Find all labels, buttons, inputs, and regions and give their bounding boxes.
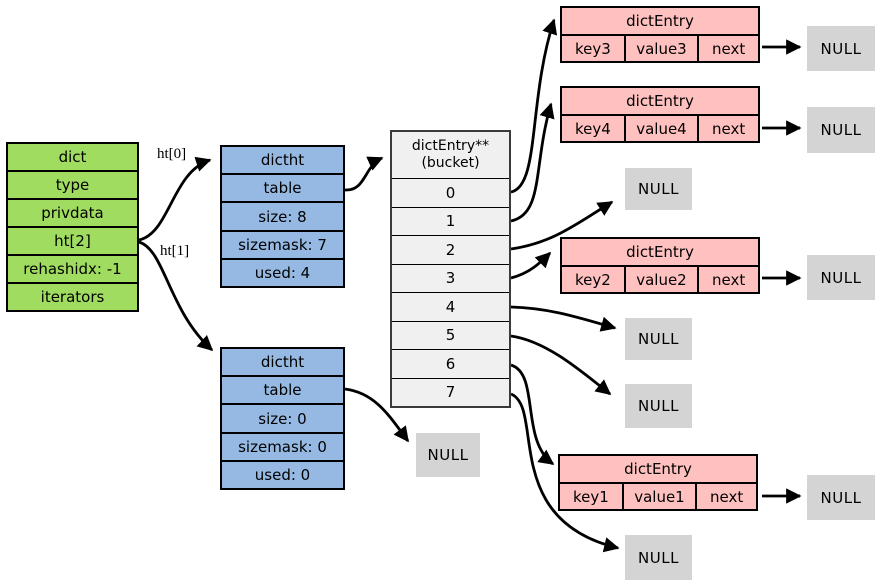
edge-label-ht0: ht[0] xyxy=(157,146,187,162)
null-box-key2-next: NULL xyxy=(807,255,875,300)
dictentry-key3-value: value3 xyxy=(623,36,697,61)
null-box-ht1-table: NULL xyxy=(416,433,480,477)
dictentry-key4-next: next xyxy=(697,116,758,141)
bucket-slot-0: 0 xyxy=(392,178,509,207)
arrow-slot5-to-null xyxy=(510,334,612,396)
dictentry-key3-title: dictEntry xyxy=(562,8,758,36)
bucket-slot-3: 3 xyxy=(392,263,509,293)
dictht1-row-size: size: 0 xyxy=(222,403,343,431)
dictentry-key1-title: dictEntry xyxy=(560,456,756,484)
dict-row-title: dict xyxy=(58,148,87,166)
dictentry-key4-cells: key4 value4 next xyxy=(562,116,758,141)
bucket-slot-4: 4 xyxy=(392,292,509,321)
dictentry-key1-next: next xyxy=(695,484,756,509)
null-box-key4-next: NULL xyxy=(807,107,875,153)
dictentry-key2-cells: key2 value2 next xyxy=(562,267,758,292)
dictentry-key2-value: value2 xyxy=(623,267,697,292)
dictht1-struct-box: dictht table size: 0 sizemask: 0 used: 0 xyxy=(220,347,345,490)
dictentry-key4-title: dictEntry xyxy=(562,88,758,116)
dictentry-key1-box: dictEntry key1 value1 next xyxy=(558,454,758,511)
null-box-slot2: NULL xyxy=(625,168,692,210)
edge-label-ht1: ht[1] xyxy=(160,243,190,259)
dictentry-key2-title: dictEntry xyxy=(562,239,758,267)
dictht0-row-size: size: 8 xyxy=(222,201,343,229)
dictht0-struct-box: dictht table size: 8 sizemask: 7 used: 4 xyxy=(220,145,345,288)
dict-row-privdata: privdata xyxy=(8,198,137,226)
dictentry-key3-key: key3 xyxy=(574,39,611,58)
dict-struct-box: dict type privdata ht[2] rehashidx: -1 i… xyxy=(6,142,139,312)
dictentry-key3-box: dictEntry key3 value3 next xyxy=(560,6,760,63)
dict-row-ht: ht[2] xyxy=(8,226,137,254)
dict-row-iterators: iterators xyxy=(8,282,137,310)
null-box-key1-next: NULL xyxy=(807,475,875,520)
dictentry-key4-key: key4 xyxy=(574,119,611,138)
bucket-header-type: dictEntry** xyxy=(411,138,490,155)
arrow-table0-to-bucket xyxy=(344,156,384,192)
dict-row-type: type xyxy=(8,170,137,198)
bucket-slot-1: 1 xyxy=(392,206,509,236)
null-box-slot7: NULL xyxy=(625,535,692,580)
dictht0-row-table: table xyxy=(222,173,343,201)
dictentry-key2-key: key2 xyxy=(574,270,611,289)
bucket-slot-7: 7 xyxy=(392,377,509,407)
dictentry-key2-box: dictEntry key2 value2 next xyxy=(560,237,760,294)
arrow-ht0-to-dictht xyxy=(138,156,212,242)
dictentry-key1-value: value1 xyxy=(621,484,695,509)
dictht1-row-used: used: 0 xyxy=(222,459,343,488)
arrow-slot0-to-key3 xyxy=(510,18,558,194)
bucket-header-label: (bucket) xyxy=(421,155,480,171)
bucket-slot-2: 2 xyxy=(392,235,509,264)
dictentry-key4-box: dictEntry key4 value4 next xyxy=(560,86,760,143)
arrow-slot1-to-key4 xyxy=(510,102,555,223)
arrow-slot3-to-key2 xyxy=(510,251,552,280)
dictentry-key3-next: next xyxy=(697,36,758,61)
dictentry-key2-next: next xyxy=(697,267,758,292)
dictentry-key1-key: key1 xyxy=(572,487,609,506)
dictht0-row-used: used: 4 xyxy=(222,257,343,286)
dictht0-row-sizemask: sizemask: 7 xyxy=(222,229,343,258)
arrow-slot4-to-null xyxy=(510,305,617,332)
dictht1-row-title: dictht xyxy=(260,353,305,372)
bucket-array-box: dictEntry** (bucket) 0 1 2 3 4 5 6 7 xyxy=(390,130,511,408)
dictht1-row-table: table xyxy=(222,375,343,403)
arrow-slot6-to-key1 xyxy=(510,363,555,466)
dictentry-key4-value: value4 xyxy=(623,116,697,141)
bucket-slot-5: 5 xyxy=(392,320,509,350)
dictht1-row-sizemask: sizemask: 0 xyxy=(222,431,343,460)
dictht0-row-title: dictht xyxy=(260,151,305,170)
null-box-key3-next: NULL xyxy=(807,26,875,71)
dictentry-key1-cells: key1 value1 next xyxy=(560,484,756,509)
null-box-slot5: NULL xyxy=(625,384,692,428)
bucket-slot-6: 6 xyxy=(392,349,509,378)
dict-row-rehashidx: rehashidx: -1 xyxy=(8,254,137,282)
dictentry-key3-cells: key3 value3 next xyxy=(562,36,758,61)
bucket-header: dictEntry** (bucket) xyxy=(392,132,509,178)
null-box-slot4: NULL xyxy=(625,318,692,360)
